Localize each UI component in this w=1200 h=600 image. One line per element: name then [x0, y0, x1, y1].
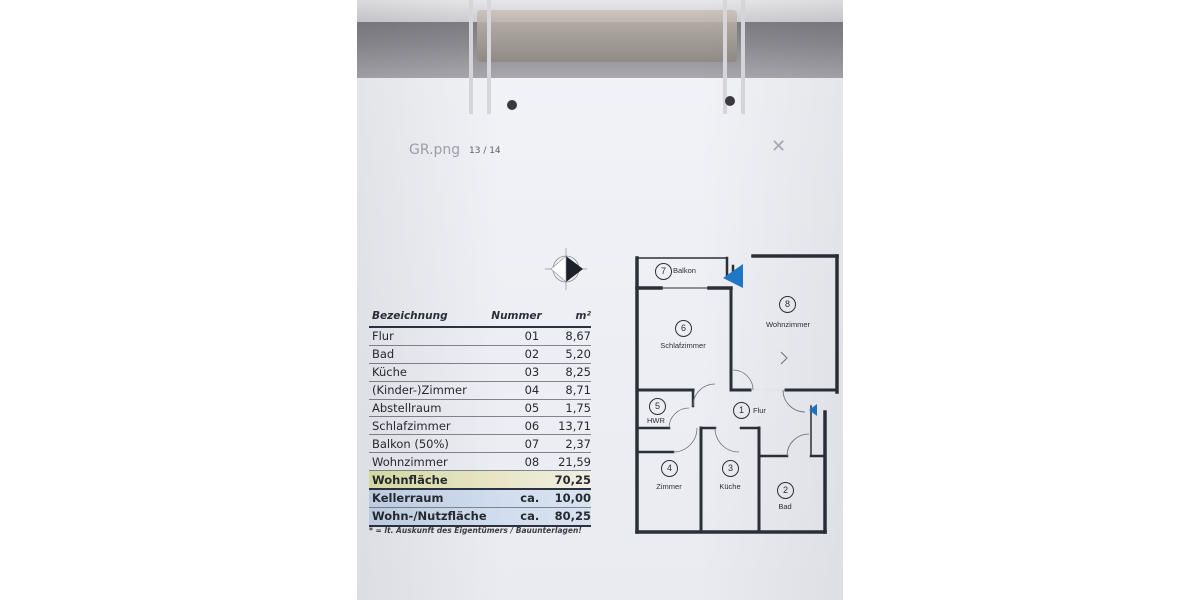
- extra-number: ca.: [520, 491, 540, 506]
- page-indicator: 13 / 14: [469, 146, 501, 156]
- room-name: Schlafzimmer: [372, 418, 451, 433]
- document-photo: GR.png 13 / 14 ✕ Bezeichnung Nummer m² F…: [357, 0, 843, 600]
- table-row: Flur 01 8,67: [369, 328, 591, 346]
- room-name: Balkon (50%): [372, 436, 449, 451]
- table-header: Bezeichnung Nummer m²: [369, 306, 591, 328]
- room-area: 13,71: [558, 418, 591, 433]
- room-number-badge: 1: [733, 402, 750, 419]
- extra-row: Wohn-/Nutzfläche ca. 80,25: [369, 507, 591, 527]
- room-label: Wohnzimmer: [765, 320, 811, 329]
- room-name: (Kinder-)Zimmer: [372, 383, 467, 398]
- room-number-badge: 5: [649, 398, 666, 415]
- room-number-badge: 2: [777, 482, 794, 499]
- entry-marker: [809, 404, 817, 416]
- binder-plate: [477, 10, 737, 62]
- table-row: Abstellraum 05 1,75: [369, 400, 591, 418]
- header-bezeichnung: Bezeichnung: [372, 310, 448, 322]
- room-number: 07: [524, 436, 540, 451]
- entry-marker: [723, 264, 743, 288]
- header-area: m²: [575, 310, 591, 322]
- table-row: Wohnzimmer 08 21,59: [369, 453, 591, 472]
- room-area: 5,20: [565, 347, 591, 362]
- room-label: Bad: [778, 502, 792, 511]
- room-number: 08: [524, 454, 540, 469]
- extra-row: Kellerraum ca. 10,00: [369, 490, 591, 508]
- room-name: Flur: [372, 329, 394, 344]
- room-area: 21,59: [558, 454, 591, 469]
- binder-ring-right: [723, 0, 745, 114]
- area-table: Bezeichnung Nummer m² Flur 01 8,67 Bad 0…: [369, 306, 591, 527]
- room-number-badge: 7: [655, 263, 672, 280]
- extra-name: Kellerraum: [372, 491, 444, 506]
- footnote: * = lt. Auskunft des Eigentümers / Bauun…: [369, 526, 582, 535]
- total-area: 70,25: [554, 472, 591, 487]
- binder-clip: [357, 0, 843, 78]
- total-label: Wohnfläche: [372, 472, 448, 487]
- room-number-badge: 4: [661, 460, 678, 477]
- room-label: Küche: [719, 482, 741, 491]
- close-icon[interactable]: ✕: [771, 136, 787, 157]
- room-name: Bad: [372, 347, 395, 362]
- extra-number: ca.: [520, 509, 540, 524]
- room-label: Schlafzimmer: [660, 341, 706, 350]
- extra-area: 80,25: [554, 509, 591, 524]
- room-number-badge: 8: [779, 296, 796, 313]
- room-number: 01: [524, 329, 540, 344]
- room-label: Flur: [753, 406, 766, 415]
- room-number-badge: 3: [722, 460, 739, 477]
- table-row: Schlafzimmer 06 13,71: [369, 417, 591, 436]
- room-number: 05: [524, 401, 540, 415]
- room-name: Abstellraum: [372, 401, 442, 415]
- compass-icon: [545, 248, 587, 290]
- room-name: Küche: [372, 365, 407, 380]
- room-area: 8,67: [565, 329, 591, 344]
- binder-ring-left: [469, 0, 491, 114]
- room-area: 8,25: [565, 365, 591, 380]
- floor-plan-walls: [635, 254, 839, 534]
- room-area: 1,75: [565, 401, 591, 415]
- extra-area: 10,00: [554, 491, 591, 506]
- table-row: Balkon (50%) 07 2,37: [369, 435, 591, 454]
- room-label: Balkon: [673, 266, 696, 275]
- punch-hole-left: [507, 100, 517, 110]
- table-row: Bad 02 5,20: [369, 346, 591, 364]
- room-label: HWR: [647, 416, 665, 425]
- extra-name: Wohn-/Nutzfläche: [372, 509, 487, 524]
- room-number: 06: [524, 418, 540, 433]
- room-number: 03: [524, 365, 540, 380]
- floor-plan: 7 Balkon 8 Wohnzimmer 6 Schlafzimmer 5 H…: [633, 246, 843, 546]
- header-nummer: Nummer: [491, 310, 542, 322]
- room-area: 8,71: [565, 383, 591, 398]
- total-row: Wohnfläche 70,25: [369, 471, 591, 491]
- room-label: Zimmer: [656, 482, 682, 491]
- table-row: Küche 03 8,25: [369, 364, 591, 382]
- room-area: 2,37: [565, 436, 591, 451]
- room-number: 04: [524, 383, 540, 398]
- room-number-badge: 6: [675, 320, 692, 337]
- room-number: 02: [524, 347, 540, 362]
- room-name: Wohnzimmer: [372, 454, 448, 469]
- viewer-toolbar: GR.png 13 / 14 ✕: [357, 132, 843, 162]
- file-name: GR.png: [409, 142, 461, 158]
- table-row: (Kinder-)Zimmer 04 8,71: [369, 382, 591, 400]
- punch-hole-right: [725, 96, 735, 106]
